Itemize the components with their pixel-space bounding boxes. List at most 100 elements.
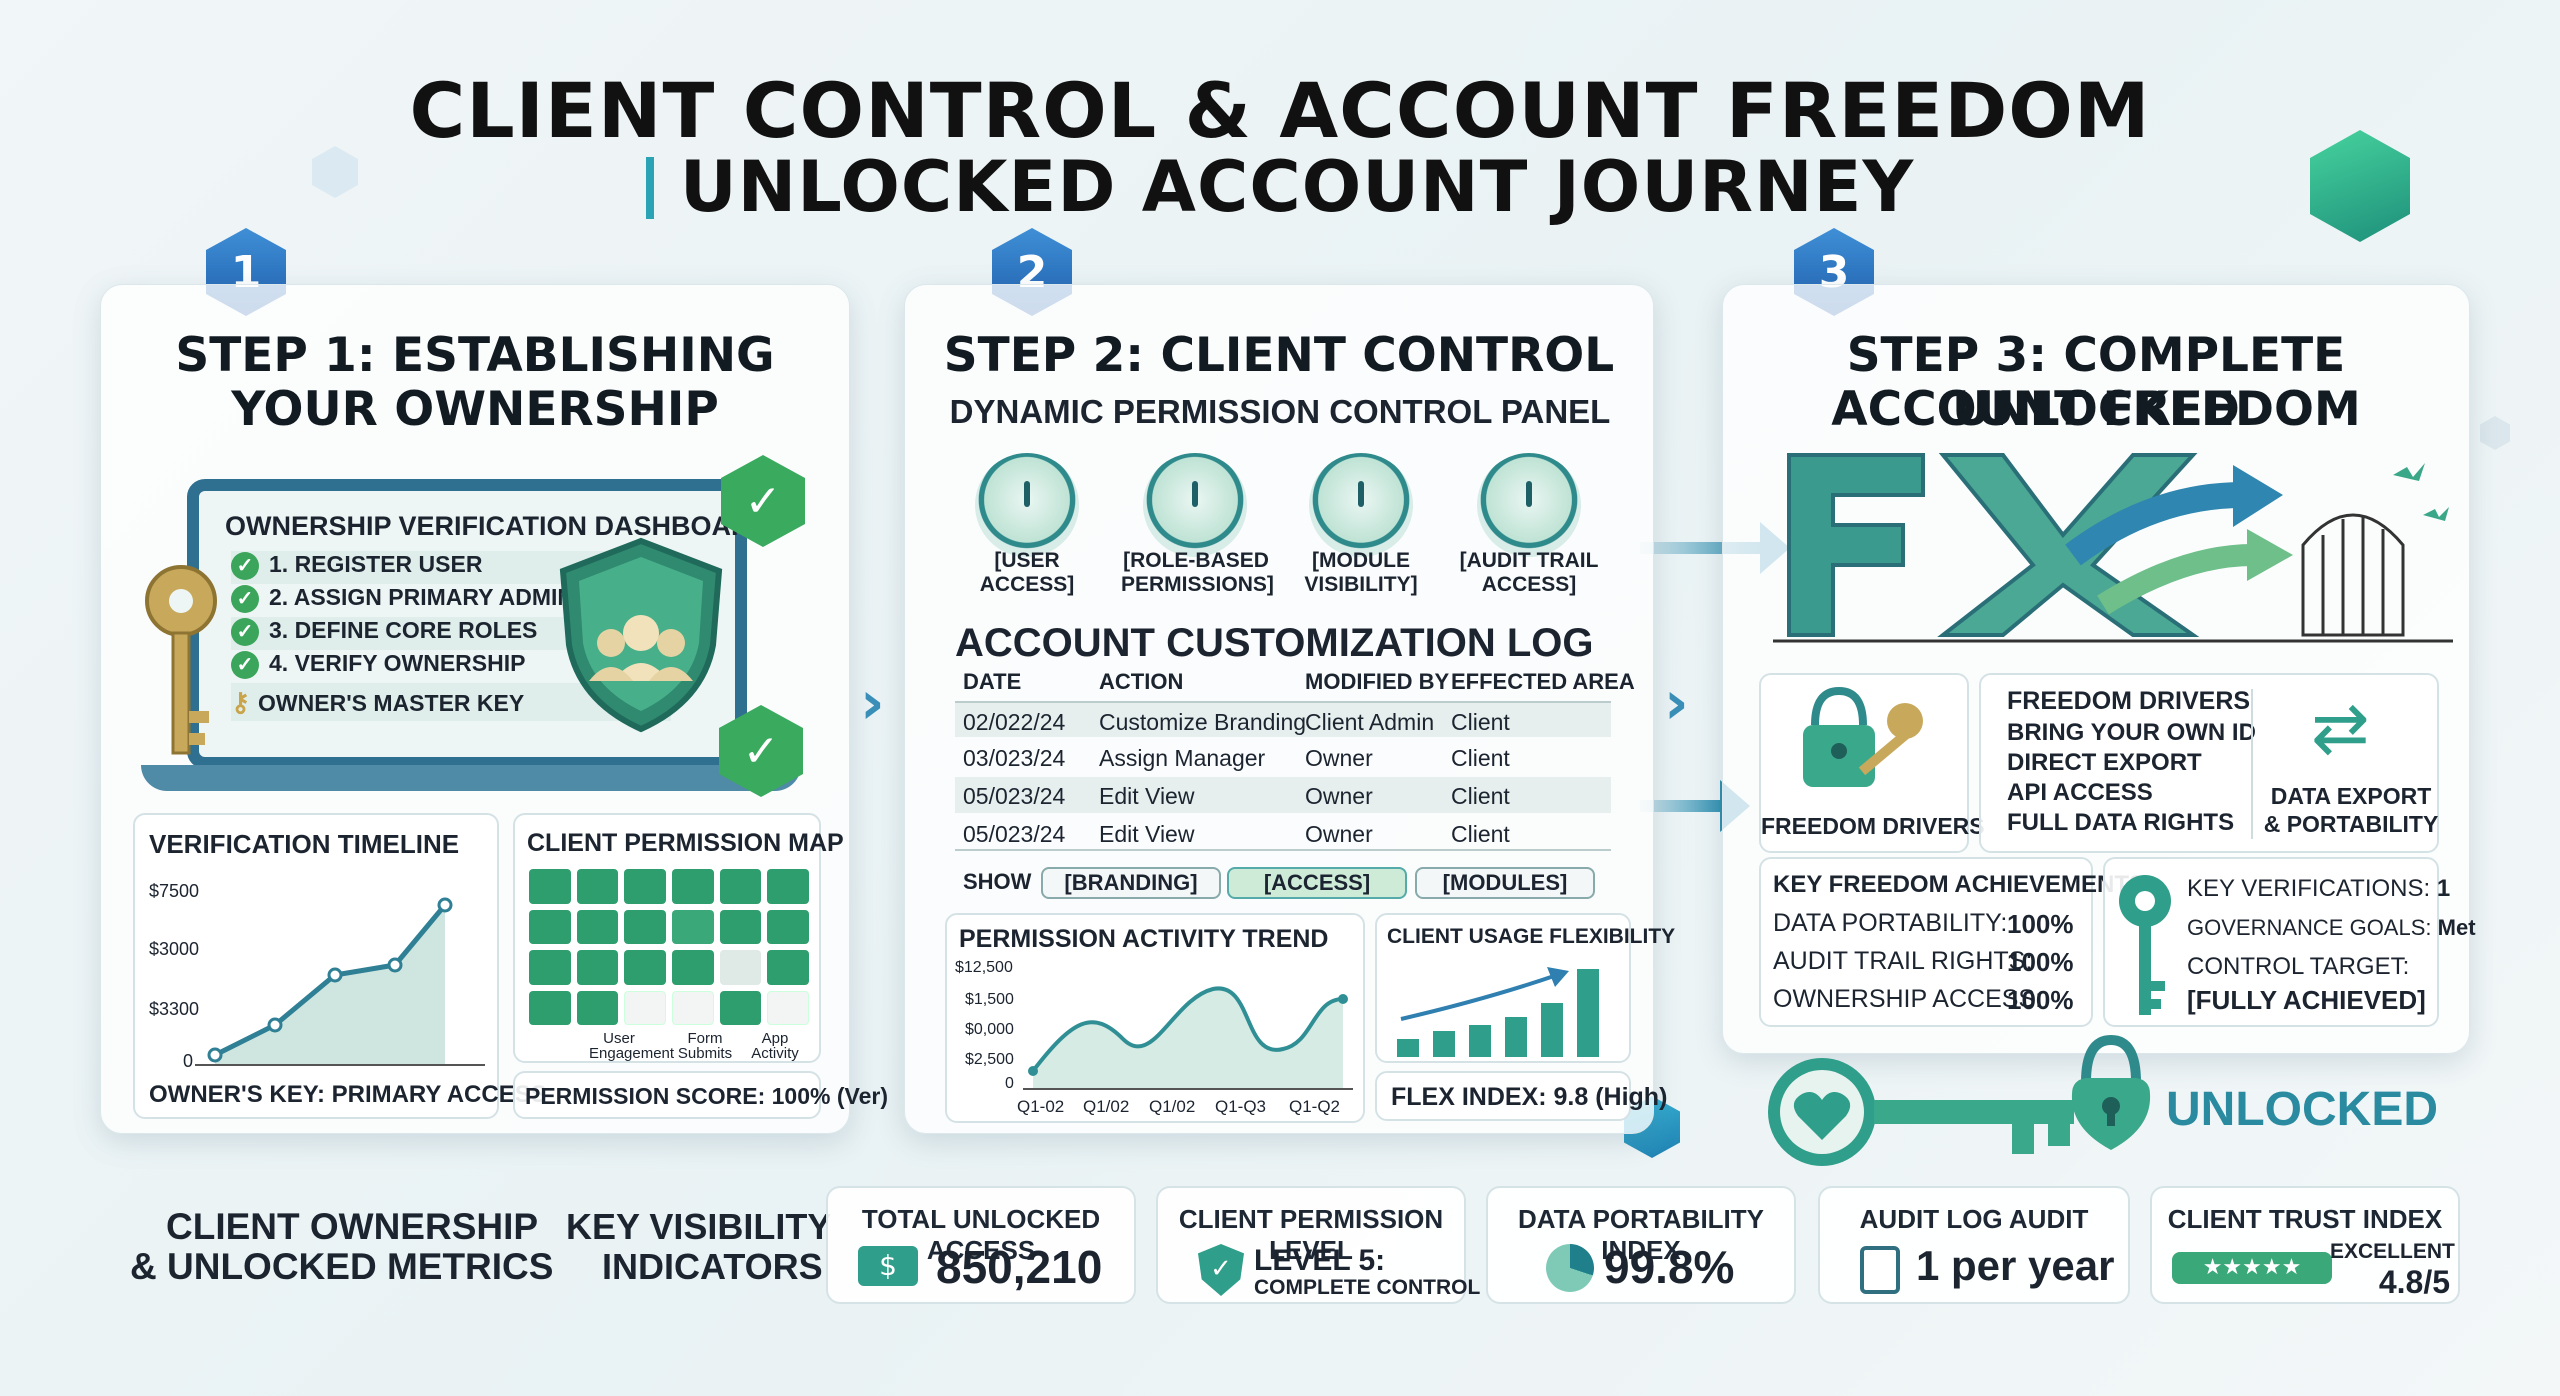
map-cell: [529, 909, 571, 944]
key-icon: [2119, 875, 2171, 1015]
usage-flexibility-card: CLIENT USAGE FLEXIBILITY: [1375, 913, 1675, 1063]
map-cell: [719, 869, 762, 904]
metric-value: 850,210: [936, 1241, 1103, 1293]
check-icon: ✓: [231, 551, 259, 580]
chevron-right-icon: ›: [860, 668, 885, 738]
map-cell: [767, 990, 809, 1025]
step-3-title-line2: ACCOUNT FREEDOM: [1831, 382, 2361, 437]
map-cell: [767, 869, 809, 904]
achievement-label: OWNERSHIP ACCESS:: [1773, 985, 2043, 1013]
checklist-item: ✓2. ASSIGN PRIMARY ADMIN: [231, 584, 671, 617]
metric-title: CLIENT PERMISSION LEVEL: [1178, 1204, 1444, 1265]
permission-trend-card: PERMISSION ACTIVITY TREND $12,500 $1,500…: [945, 913, 1365, 1123]
map-cell: [529, 990, 571, 1025]
log-cell: Client: [1451, 783, 1510, 809]
achievements-card: KEY FREEDOM ACHIEVEMENTS DATA PORTABILIT…: [1759, 857, 2145, 1027]
metrics-title-line1: CLIENT OWNERSHIP: [166, 1206, 539, 1247]
divider: [2251, 689, 2253, 839]
achievement-label: AUDIT TRAIL RIGHTS:: [1773, 947, 2033, 975]
map-cell: [719, 950, 762, 985]
check-icon: ✓: [231, 584, 259, 613]
page-title: CLIENT CONTROL & ACCOUNT FREEDOM: [409, 66, 2151, 155]
map-cell: [767, 950, 809, 985]
pie-chart-icon: [1546, 1244, 1594, 1292]
clipboard-icon: [1860, 1246, 1900, 1294]
map-column-label: App Activity: [751, 1030, 799, 1062]
log-cell: 02/022/24: [963, 709, 1066, 735]
module-visibility-knob[interactable]: [1309, 453, 1413, 557]
metric-audit-log: AUDIT LOG AUDIT 1 per year: [1818, 1186, 2130, 1304]
freedom-drivers-label: FREEDOM DRIVERS: [1761, 813, 1985, 839]
flex-index-card: FLEX INDEX: 9.8 (High): [1375, 1071, 1667, 1121]
y-tick: 0: [1005, 1075, 1014, 1092]
audit-trail-knob[interactable]: [1477, 453, 1581, 557]
freedom-drivers-icon-card: FREEDOM DRIVERS: [1759, 673, 1985, 853]
achievement-value: 100%: [2007, 909, 2074, 939]
map-cell: [624, 909, 666, 944]
shield-icon: [559, 537, 723, 733]
log-cell: Owner: [1305, 821, 1373, 847]
filter-branding[interactable]: [BRANDING]: [1041, 867, 1221, 899]
show-label: SHOW: [963, 869, 1032, 894]
log-row[interactable]: 02/022/24 Customize Branding Client Admi…: [955, 701, 1611, 737]
knob-label: [ROLE-BASED PERMISSIONS]: [1121, 549, 1274, 596]
log-cell: Client Admin: [1305, 709, 1435, 735]
x-tick: Q1/02: [1149, 1097, 1196, 1116]
map-cell: [576, 909, 619, 944]
map-cell: [767, 909, 809, 944]
y-tick: $0,000: [965, 1021, 1014, 1038]
visibility-title-line1: KEY VISIBILITY: [566, 1206, 832, 1247]
log-title: ACCOUNT CUSTOMIZATION LOG: [955, 621, 1594, 665]
map-cell: [529, 950, 571, 985]
y-tick: $1,500: [965, 991, 1014, 1008]
log-header-action: ACTION: [1099, 669, 1184, 694]
knob-label: [AUDIT TRAIL ACCESS]: [1459, 549, 1599, 596]
verification-label: KEY VERIFICATIONS: 1: [2187, 875, 2451, 902]
log-cell: Edit View: [1099, 821, 1195, 847]
metric-title: AUDIT LOG AUDIT: [1859, 1204, 2089, 1234]
map-cell: [624, 950, 666, 985]
map-cell: [719, 990, 762, 1025]
log-row[interactable]: 03/023/24 Assign Manager Owner Client: [955, 739, 1611, 775]
filter-modules[interactable]: [MODULES]: [1415, 867, 1595, 899]
heart-key-icon: [1768, 1058, 2074, 1166]
map-cell: [624, 869, 666, 904]
step-2-title: STEP 2: CLIENT CONTROL: [943, 328, 1615, 383]
flex-bar-chart: [1397, 967, 1599, 1057]
log-cell: 05/023/24: [963, 821, 1066, 847]
permission-score: PERMISSION SCORE: 100% (Ver): [525, 1083, 888, 1109]
verification-timeline-card: VERIFICATION TIMELINE $7500 $3000 $3300 …: [133, 813, 547, 1119]
metric-value-detail: 4.8/5: [2378, 1264, 2450, 1300]
unlocked-label: UNLOCKED: [2166, 1083, 2438, 1136]
log-cell: Assign Manager: [1099, 745, 1266, 771]
swap-arrows-icon: ⇄: [2311, 687, 2370, 769]
map-cell: [719, 909, 762, 944]
metric-value: 99.8%: [1604, 1241, 1735, 1293]
decor-hexagon: [2480, 416, 2510, 450]
checklist-item: ✓4. VERIFY OWNERSHIP: [231, 650, 671, 683]
log-row[interactable]: 05/023/24 Edit View Owner Client: [955, 777, 1611, 813]
user-access-knob[interactable]: [975, 453, 1079, 557]
log-cell: Client: [1451, 745, 1510, 771]
step-3-panel: STEP 3: COMPLETE UNLOCKED ACCOUNT FREEDO…: [1722, 284, 2476, 1054]
control-target-value: [FULLY ACHIEVED]: [2187, 985, 2426, 1015]
page-subtitle: UNLOCKED ACCOUNT JOURNEY: [0, 146, 2560, 228]
metric-title: DATA PORTABILITY INDEX: [1517, 1204, 1764, 1265]
verifications-card: KEY VERIFICATIONS: 1 GOVERNANCE GOALS: M…: [2103, 857, 2476, 1027]
trend-title: PERMISSION ACTIVITY TREND: [959, 925, 1329, 953]
log-row[interactable]: 05/023/24 Edit View Owner Client: [955, 815, 1611, 851]
drivers-item: BRING YOUR OWN ID: [2007, 719, 2256, 746]
accent-bar: [645, 157, 654, 219]
metric-value: LEVEL 5:: [1254, 1244, 1386, 1277]
decor-hexagon: [2310, 130, 2410, 242]
filter-access[interactable]: [ACCESS]: [1227, 867, 1407, 899]
key-icon: ⚷: [231, 687, 251, 717]
log-cell: Client: [1451, 821, 1510, 847]
map-cell: [576, 869, 619, 904]
step-1-title-line1: STEP 1: ESTABLISHING: [175, 328, 775, 383]
freedom-roads-illustration: [1773, 453, 2453, 643]
control-panel-subtitle: DYNAMIC PERMISSION CONTROL PANEL: [949, 393, 1611, 430]
x-tick: Q1-02: [1017, 1097, 1065, 1116]
role-permissions-knob[interactable]: [1143, 453, 1247, 557]
export-label: DATA EXPORT: [2270, 783, 2432, 809]
